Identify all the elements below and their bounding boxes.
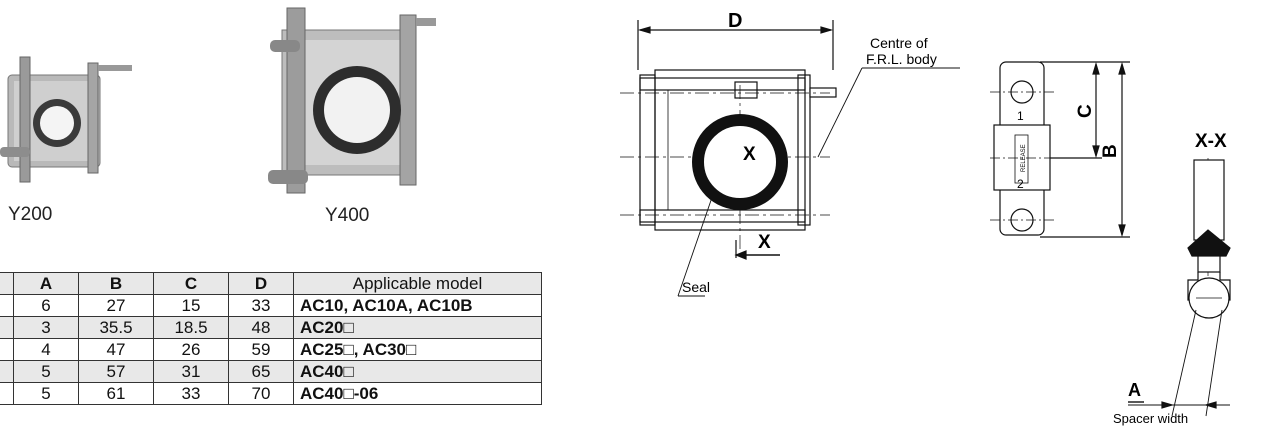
cell-a: 5 — [13, 382, 79, 405]
col-header-c: C — [153, 272, 229, 295]
front-view-drawing: D X X Seal Centre of F.R.L. body — [620, 10, 960, 297]
dim-d-label: D — [728, 10, 742, 32]
arrow-2-label: 2 — [1017, 177, 1024, 191]
cell-applicable-model: AC40□ — [293, 360, 542, 383]
cell-c: 26 — [153, 338, 229, 361]
release-text: RELEASE — [1021, 144, 1027, 172]
cell-model: 0 — [0, 294, 14, 317]
arrow-1-label: 1 — [1017, 109, 1024, 123]
table-row: 05613370AC40□-06 — [0, 382, 542, 405]
table-row: 06271533AC10, AC10A, AC10B — [0, 294, 542, 317]
section-x-label: X — [743, 144, 756, 165]
cell-model: 0 — [0, 338, 14, 361]
section-x-label-2: X — [758, 232, 771, 253]
col-header-applicable-model: Applicable model — [293, 272, 542, 295]
cell-model: 0 — [0, 316, 14, 339]
cell-b: 35.5 — [78, 316, 154, 339]
cell-c: 18.5 — [153, 316, 229, 339]
dimension-table: el A B C D Applicable model 06271533AC10… — [0, 272, 542, 405]
cell-c: 33 — [153, 382, 229, 405]
col-header-d: D — [228, 272, 294, 295]
y400-photo — [268, 7, 436, 194]
cell-applicable-model: AC40□-06 — [293, 382, 542, 405]
cell-applicable-model: AC20□ — [293, 316, 542, 339]
col-header-model: el — [0, 272, 14, 295]
centre-label-line2: F.R.L. body — [866, 51, 937, 67]
y200-label: Y200 — [8, 204, 53, 225]
cell-c: 31 — [153, 360, 229, 383]
col-header-a: A — [13, 272, 79, 295]
cell-b: 61 — [78, 382, 154, 405]
cell-a: 5 — [13, 360, 79, 383]
cell-b: 57 — [78, 360, 154, 383]
y400-label: Y400 — [325, 205, 370, 226]
cell-a: 3 — [13, 316, 79, 339]
table-row: 04472659AC25□, AC30□ — [0, 338, 542, 361]
cell-d: 33 — [228, 294, 294, 317]
cell-d: 65 — [228, 360, 294, 383]
y200-photo — [0, 56, 132, 183]
table-row: 05573165AC40□ — [0, 360, 542, 383]
col-header-b: B — [78, 272, 154, 295]
cell-applicable-model: AC10, AC10A, AC10B — [293, 294, 542, 317]
section-xx-title: X-X — [1195, 131, 1227, 152]
cell-c: 15 — [153, 294, 229, 317]
centre-label-line1: Centre of — [870, 35, 928, 51]
cell-b: 47 — [78, 338, 154, 361]
cell-model: 0 — [0, 360, 14, 383]
side-view-drawing: 1 2 RELEASE C B — [990, 61, 1130, 238]
cell-b: 27 — [78, 294, 154, 317]
spacer-width-label: Spacer width — [1113, 411, 1188, 426]
seal-label: Seal — [682, 279, 710, 295]
dim-b-label: B — [1100, 144, 1121, 158]
dim-a-label: A — [1128, 380, 1141, 400]
cell-d: 59 — [228, 338, 294, 361]
dim-c-label: C — [1075, 104, 1096, 118]
cell-a: 6 — [13, 294, 79, 317]
cell-applicable-model: AC25□, AC30□ — [293, 338, 542, 361]
cell-d: 70 — [228, 382, 294, 405]
section-xx-drawing: X-X A Spacer width — [1113, 131, 1231, 426]
cell-a: 4 — [13, 338, 79, 361]
cell-model: 0 — [0, 382, 14, 405]
cell-d: 48 — [228, 316, 294, 339]
table-header-row: el A B C D Applicable model — [0, 272, 542, 295]
